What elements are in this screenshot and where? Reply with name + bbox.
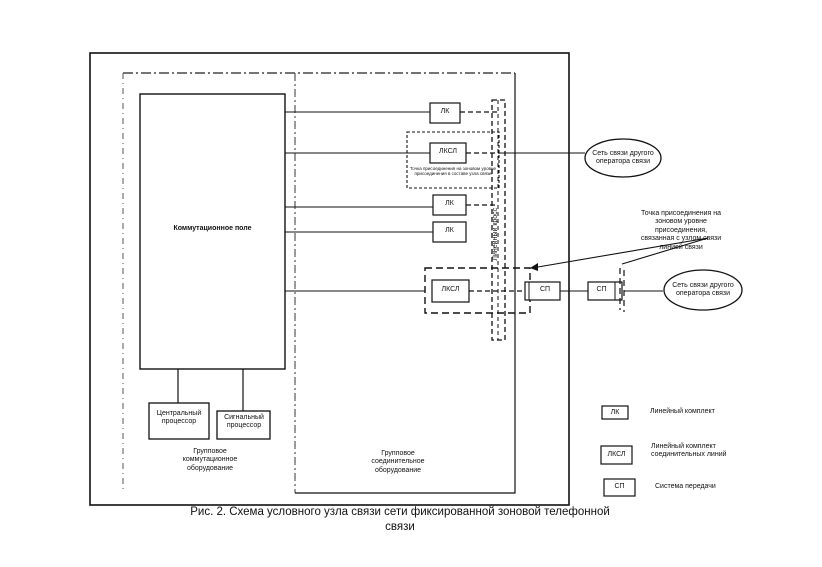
figure-caption-line-1: Рис. 2. Схема условного узла связи сети …: [190, 506, 610, 518]
figure-caption-line-2: связи: [385, 521, 415, 533]
legend-lk-text: Линейный комплект: [650, 408, 715, 415]
legend-sp-symbol: СП: [614, 483, 625, 490]
signal-processor-box: [216, 410, 271, 440]
annotation-arrow-2: [621, 237, 709, 265]
legend-lksl-text: Линейный комплект соединительных линий: [651, 443, 727, 459]
outer-frame: [89, 52, 570, 506]
sp-label-2: СП: [596, 286, 607, 293]
sp-label-1: СП: [539, 286, 551, 293]
external-network-1-label: Сеть связи другого оператора связи: [592, 150, 654, 166]
signal-processor-label: Сигнальный процессор: [224, 414, 264, 430]
attach-point-line-label: Точка присоединения на зоновом уровне пр…: [640, 210, 722, 251]
sp-box-2: [587, 281, 623, 301]
central-processor-label: Центральный процессор: [156, 410, 202, 426]
lk-box-3: [432, 221, 467, 243]
switching-field-label: Коммутационное поле: [173, 225, 252, 232]
lk-label-1: ЛК: [440, 108, 450, 115]
external-network-1: [584, 138, 662, 178]
annotation-arrow-1: [531, 237, 709, 269]
group-switching-label: Групповое коммутационное оборудование: [182, 448, 238, 472]
line-cross-label: Линейный кросс: [491, 207, 499, 261]
lk-label-2: ЛК: [445, 200, 454, 207]
legend-lk-symbol: ЛК: [610, 409, 620, 416]
external-network-2-label: Сеть связи другого оператора связи: [672, 282, 734, 298]
lk-box-1: [429, 102, 461, 124]
group-connecting-label: Групповое соединительное оборудование: [371, 450, 425, 474]
attach-point-node-label: Точка присоединения на зоновом уровне пр…: [410, 166, 496, 177]
legend-lksl-box: [600, 445, 633, 465]
legend-lksl-symbol: ЛКСЛ: [607, 451, 626, 458]
lksl-label-2: ЛКСЛ: [441, 286, 460, 293]
legend-sp-box: [603, 478, 636, 497]
central-processor-box: [148, 402, 210, 440]
attach-point-node-boundary: [406, 131, 500, 189]
legend-lk-box: [601, 405, 629, 420]
legend-sp-text: Система передачи: [655, 483, 716, 490]
arrowhead-1: [530, 263, 538, 271]
external-network-2: [663, 269, 743, 311]
connecting-equipment-border: [295, 73, 516, 494]
lk-label-3: ЛК: [445, 227, 454, 234]
lksl-label-1: ЛКСЛ: [438, 148, 457, 155]
